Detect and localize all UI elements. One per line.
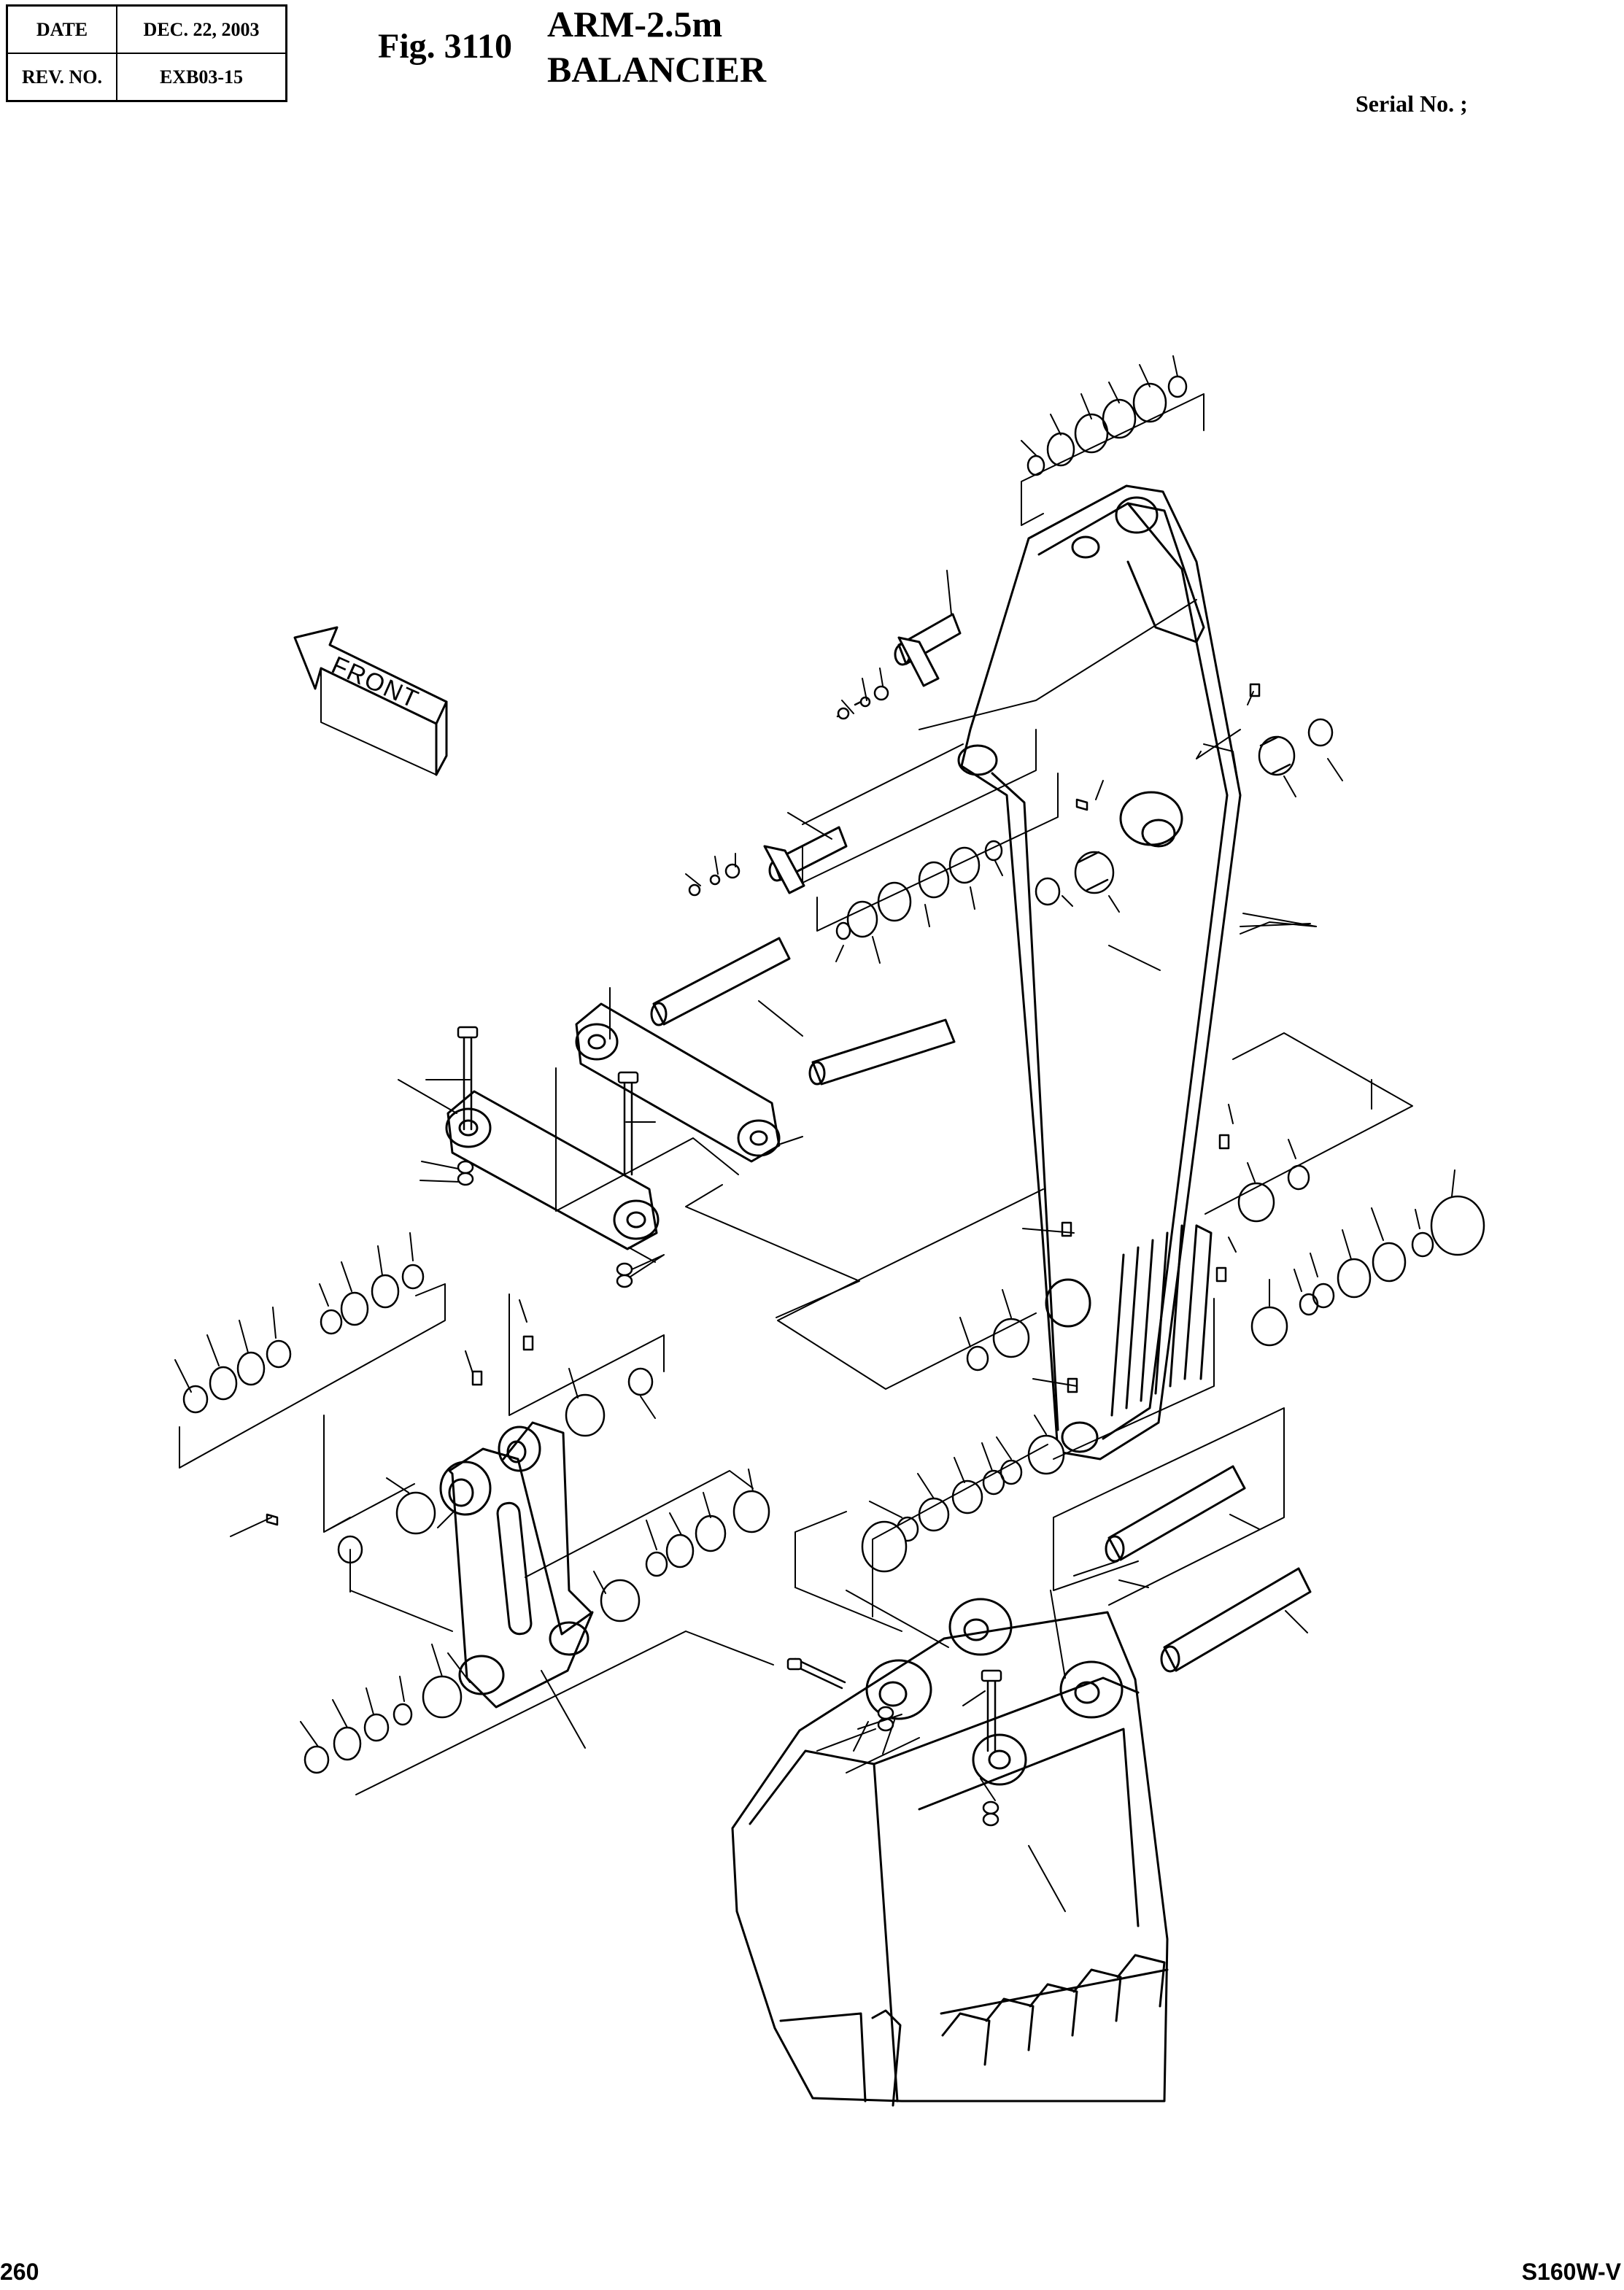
- figure-subtitle: BALANCIER: [547, 49, 767, 90]
- front-label: FRONT: [328, 651, 424, 714]
- date-value: DEC. 22, 2003: [116, 4, 287, 54]
- date-label: DATE: [6, 4, 117, 54]
- serial-number-label: Serial No. ;: [1356, 90, 1468, 117]
- arm-body: [959, 486, 1240, 1459]
- fasteners: [267, 684, 1259, 1825]
- h-link: [441, 1423, 592, 1707]
- pins: [651, 614, 1310, 1671]
- rev-row: REV. NO. EXB03-15: [6, 53, 287, 102]
- bushings-and-shims: [184, 376, 1484, 1773]
- rev-value: EXB03-15: [116, 53, 287, 102]
- revision-table: DATE DEC. 22, 2003 REV. NO. EXB03-15: [6, 4, 287, 102]
- bucket: [732, 1599, 1167, 2105]
- leader-lines: [179, 394, 1412, 1911]
- page-number: 260: [0, 2259, 39, 2285]
- figure-number: Fig. 3110: [378, 27, 513, 66]
- front-arrow: FRONT: [295, 627, 446, 775]
- date-row: DATE DEC. 22, 2003: [6, 4, 287, 54]
- model-number: S160W-V: [1521, 2259, 1621, 2285]
- figure-title: ARM-2.5m: [547, 4, 723, 45]
- callout-ticks: [175, 356, 1455, 1800]
- side-links: [446, 1004, 779, 1249]
- rev-label: REV. NO.: [6, 53, 117, 102]
